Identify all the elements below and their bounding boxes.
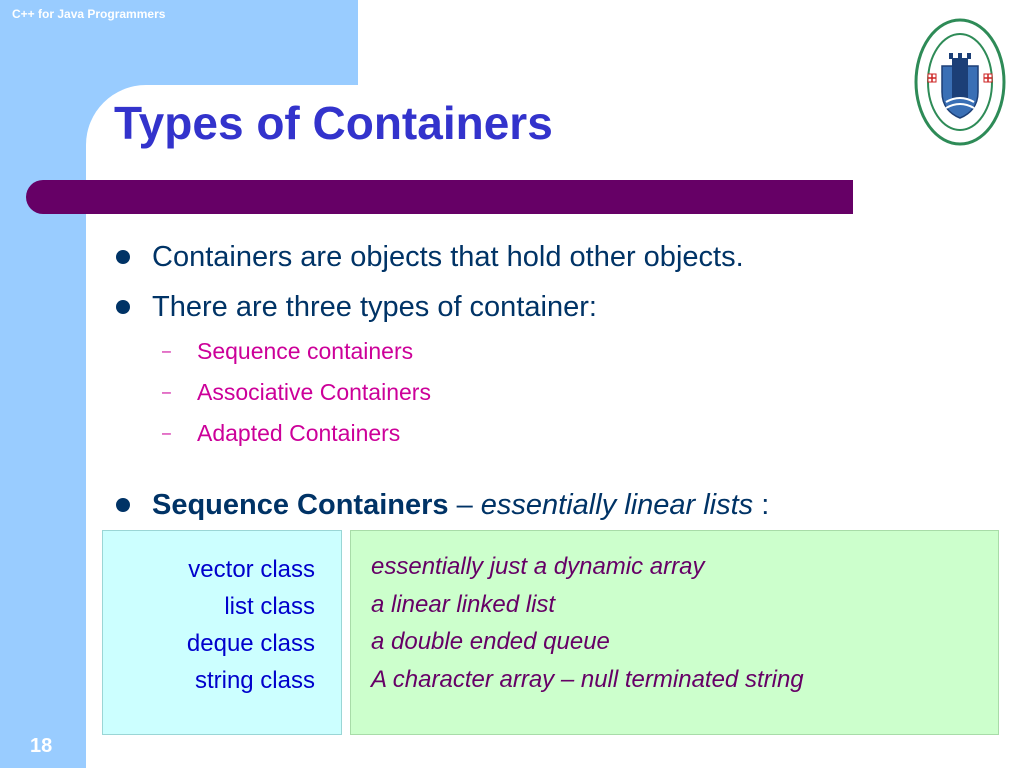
sub-bullet-text: Adapted Containers: [197, 420, 401, 446]
class-description: a double ended queue: [371, 628, 610, 655]
separator-dash: –: [456, 489, 473, 521]
dash-marker: –: [162, 425, 171, 442]
page-number: 18: [30, 735, 53, 757]
sub-bullet-text: Associative Containers: [197, 379, 431, 405]
sequence-description: essentially linear lists: [480, 489, 754, 521]
bullet-text: There are three types of container:: [152, 291, 597, 323]
bullet-dot-icon: [116, 498, 130, 512]
class-description: essentially just a dynamic array: [371, 553, 705, 580]
bullet-dot-icon: [116, 250, 130, 264]
class-name: vector class: [188, 556, 315, 583]
class-name: deque class: [186, 630, 315, 657]
university-crest-icon: [914, 18, 1006, 146]
bullet-text: Sequence Containers – essentially linear…: [152, 489, 769, 522]
class-descriptions-box: essentially just a dynamic array a linea…: [350, 530, 999, 735]
class-name: string class: [194, 667, 315, 694]
sub-bullet-text: Sequence containers: [197, 338, 414, 364]
dash-marker: –: [162, 384, 171, 401]
bullet-text: Containers are objects that hold other o…: [152, 241, 744, 273]
class-names-box: vector class list class deque class stri…: [102, 530, 342, 735]
title-underline-bar: [26, 180, 853, 214]
slide-title: Types of Containers: [114, 97, 553, 149]
class-description: A character array – null terminated stri…: [371, 666, 804, 693]
class-name: list class: [224, 593, 315, 620]
colon: :: [761, 489, 770, 521]
bullet-dot-icon: [116, 300, 130, 314]
class-description: a linear linked list: [371, 591, 556, 618]
course-header: C++ for Java Programmers: [12, 7, 166, 21]
dash-marker: –: [162, 343, 171, 360]
sequence-containers-label: Sequence Containers: [152, 489, 449, 521]
